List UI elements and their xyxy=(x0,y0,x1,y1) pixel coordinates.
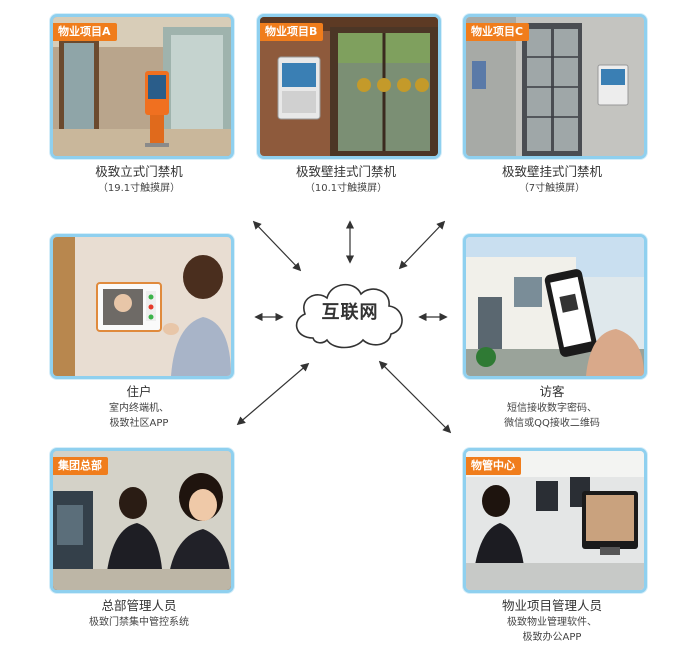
subtitle-visitor-1: 短信接收数字密码、 xyxy=(507,403,597,414)
kiosk-scene-image xyxy=(53,17,231,156)
tag-project-b: 物业项目B xyxy=(260,23,324,41)
card-project-c: 物业项目C xyxy=(463,14,647,159)
call-center-scene-image xyxy=(53,451,231,590)
card-resident xyxy=(50,234,234,379)
caption-visitor: 访客 短信接收数字密码、 微信或QQ接收二维码 xyxy=(457,384,647,431)
title-project-a: 极致立式门禁机 xyxy=(95,164,183,179)
caption-project-b: 极致壁挂式门禁机 （10.1寸触摸屏） xyxy=(251,164,441,196)
steel-door-scene-image xyxy=(466,17,644,156)
subtitle-resident-1: 室内终端机、 xyxy=(109,403,169,414)
title-resident: 住户 xyxy=(126,384,152,399)
card-project-a: 物业项目A xyxy=(50,14,234,159)
tag-property-management: 物管中心 xyxy=(466,457,521,475)
subtitle-project-b: （10.1寸触摸屏） xyxy=(304,183,388,194)
card-project-b: 物业项目B xyxy=(257,14,441,159)
tag-project-a: 物业项目A xyxy=(53,23,117,41)
caption-headquarters: 总部管理人员 极致门禁集中管控系统 xyxy=(44,598,234,630)
subtitle-project-a: （19.1寸触摸屏） xyxy=(97,183,181,194)
internet-hub: 互联网 xyxy=(285,268,415,358)
subtitle-property-management-2: 极致办公APP xyxy=(522,632,582,643)
visitor-scene-image xyxy=(466,237,644,376)
card-visitor xyxy=(463,234,647,379)
tag-headquarters: 集团总部 xyxy=(53,457,108,475)
resident-scene-image xyxy=(53,237,231,376)
subtitle-project-c: （7寸触摸屏） xyxy=(518,183,586,194)
caption-project-c: 极致壁挂式门禁机 （7寸触摸屏） xyxy=(457,164,647,196)
arrow-to-pm xyxy=(378,360,452,434)
subtitle-property-management-1: 极致物业管理软件、 xyxy=(507,617,597,628)
title-project-b: 极致壁挂式门禁机 xyxy=(295,164,396,179)
title-property-management: 物业项目管理人员 xyxy=(501,598,602,613)
title-visitor: 访客 xyxy=(539,384,565,399)
title-project-c: 极致壁挂式门禁机 xyxy=(501,164,602,179)
subtitle-visitor-2: 微信或QQ接收二维码 xyxy=(504,418,600,429)
caption-resident: 住户 室内终端机、 极致社区APP xyxy=(44,384,234,431)
caption-property-management: 物业项目管理人员 极致物业管理软件、 极致办公APP xyxy=(457,598,647,645)
caption-project-a: 极致立式门禁机 （19.1寸触摸屏） xyxy=(44,164,234,196)
title-headquarters: 总部管理人员 xyxy=(101,598,177,613)
cloud-icon xyxy=(295,283,403,349)
subtitle-headquarters: 极致门禁集中管控系统 xyxy=(89,617,189,628)
arrow-to-c xyxy=(398,220,446,270)
subtitle-resident-2: 极致社区APP xyxy=(109,418,169,429)
hub-label: 互联网 xyxy=(321,302,379,323)
arrow-to-a xyxy=(252,220,302,272)
tag-project-c: 物业项目C xyxy=(466,23,530,41)
arrow-to-hq xyxy=(236,362,310,426)
card-headquarters: 集团总部 xyxy=(50,448,234,593)
card-property-management: 物管中心 xyxy=(463,448,647,593)
